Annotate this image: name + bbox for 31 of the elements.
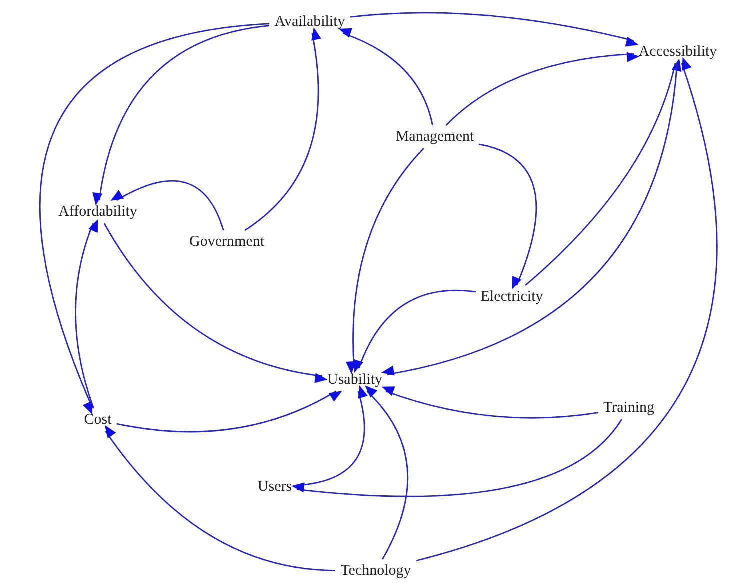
- arrow: [446, 52, 640, 126]
- arrow: [350, 12, 639, 47]
- arrow: [478, 144, 537, 290]
- node-label: Management: [390, 126, 480, 148]
- arrow: [75, 219, 98, 409]
- arrow: [365, 386, 408, 560]
- arrow: [116, 390, 342, 433]
- arrow: [525, 58, 682, 286]
- node-label: Cost: [79, 408, 117, 432]
- arrow: [110, 180, 224, 231]
- node-label: Users: [252, 476, 298, 498]
- arrow: [104, 223, 328, 383]
- arrow: [40, 23, 270, 415]
- node-label: Affordability: [54, 200, 142, 224]
- arrow: [381, 63, 678, 376]
- node-label: Availability: [270, 10, 350, 34]
- node-label: Government: [184, 230, 270, 254]
- arrow: [339, 28, 434, 126]
- node-label: Technology: [336, 560, 416, 582]
- node-label: Electricity: [476, 286, 548, 308]
- node-label: Accessibility: [634, 40, 722, 64]
- node-label: Training: [598, 396, 660, 420]
- node-label: Usability: [322, 368, 388, 392]
- arrow: [416, 57, 718, 562]
- arrow: [354, 290, 476, 373]
- arrow: [92, 25, 270, 206]
- arrow: [244, 28, 322, 232]
- arrow: [382, 386, 599, 419]
- arrow: [104, 425, 336, 572]
- arrow: [346, 148, 424, 374]
- arrow: [292, 419, 622, 498]
